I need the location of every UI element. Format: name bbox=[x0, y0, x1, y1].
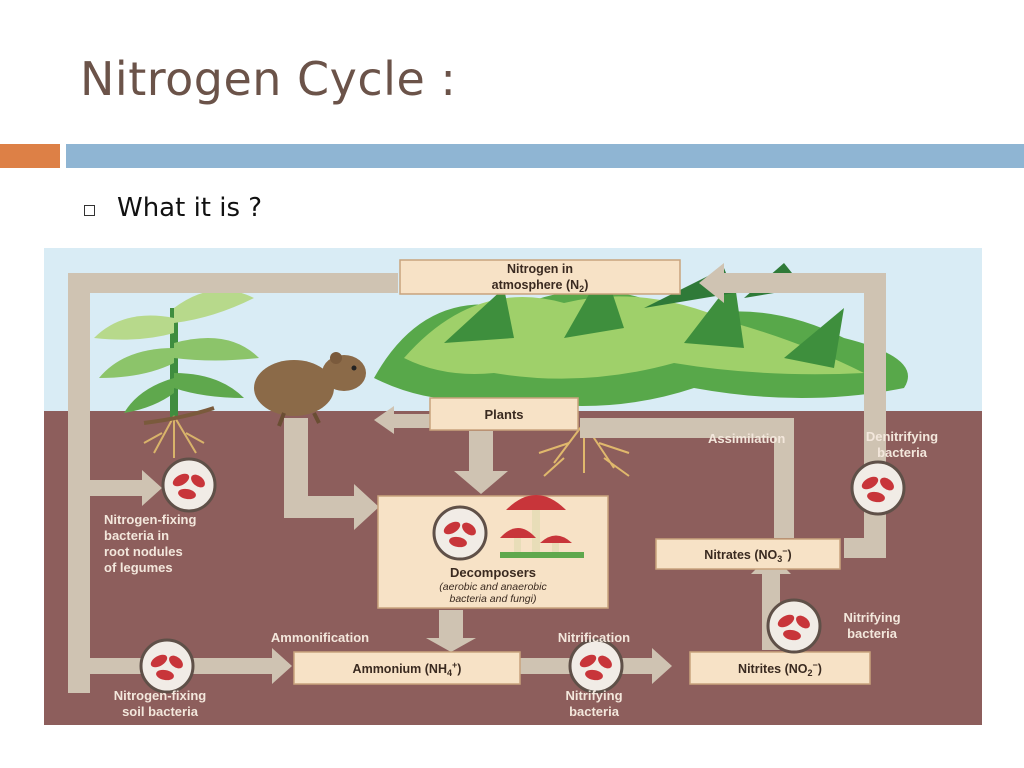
denitrifying-label-line2: bacteria bbox=[877, 445, 928, 460]
plants-label: Plants bbox=[484, 407, 523, 422]
nitrates-box bbox=[655, 538, 841, 570]
nfix-soil-label-line1: Nitrogen-fixing bbox=[114, 688, 206, 703]
bacteria-icon bbox=[161, 457, 217, 513]
mouse-icon bbox=[143, 352, 366, 427]
bacteria-icon bbox=[766, 598, 822, 654]
bacteria-icon bbox=[850, 460, 906, 516]
nitrifying-upper-label-line1: Nitrifying bbox=[843, 610, 900, 625]
nfix-legumes-label-line4: of legumes bbox=[104, 560, 173, 575]
atmosphere-box bbox=[399, 259, 681, 295]
decomposers-label: Decomposers bbox=[450, 565, 536, 580]
nfix-soil-label-line2: soil bacteria bbox=[122, 704, 199, 719]
mushroom-icon bbox=[500, 495, 584, 558]
bullet-item: What it is ? bbox=[84, 193, 262, 223]
nitrites-label: Nitrites (NO2−) bbox=[738, 660, 822, 678]
plant-icon bbox=[374, 263, 908, 406]
nfix-legumes-label-line3: root nodules bbox=[104, 544, 183, 559]
decomposers-sub-line1: (aerobic and anaerobic bbox=[439, 581, 547, 593]
ammonium-box bbox=[293, 651, 521, 685]
assimilation-label: Assimilation bbox=[708, 431, 785, 446]
accent-bar-blue bbox=[66, 144, 1024, 168]
bacteria-icon bbox=[432, 505, 488, 561]
nitrites-box bbox=[689, 651, 871, 685]
plants-box bbox=[429, 397, 579, 431]
nfix-legumes-label-line2: bacteria in bbox=[104, 528, 169, 543]
ammonium-label: Ammonium (NH4+) bbox=[353, 660, 462, 678]
nitrogen-cycle-diagram: Nitrogen in atmosphere (N2) Plants Decom… bbox=[44, 248, 982, 725]
nitrification-label: Nitrification bbox=[558, 630, 630, 645]
roots-icon bbox=[538, 422, 630, 477]
bullet-text: What it is ? bbox=[117, 193, 263, 223]
nfix-legumes-label-line1: Nitrogen-fixing bbox=[104, 512, 196, 527]
accent-bar-orange bbox=[0, 144, 60, 168]
ammonification-label: Ammonification bbox=[271, 630, 369, 645]
roots-icon bbox=[143, 415, 205, 458]
atmosphere-label-line1: Nitrogen in bbox=[507, 262, 573, 276]
bacteria-icon bbox=[568, 638, 624, 694]
bacteria-icon bbox=[139, 638, 195, 694]
square-bullet-icon bbox=[84, 204, 95, 216]
nitrifying-lower-label-line1: Nitrifying bbox=[565, 688, 622, 703]
nitrifying-upper-label-line2: bacteria bbox=[847, 626, 898, 641]
nitrifying-lower-label-line2: bacteria bbox=[569, 704, 620, 719]
decomposers-sub-line2: bacteria and fungi) bbox=[450, 593, 537, 605]
plant-icon bbox=[94, 290, 259, 418]
slide-title: Nitrogen Cycle : bbox=[80, 52, 457, 106]
nitrates-label: Nitrates (NO3−) bbox=[704, 546, 791, 564]
denitrifying-label-line1: Denitrifying bbox=[866, 429, 938, 444]
atmosphere-label-line2: atmosphere (N2) bbox=[492, 278, 589, 294]
